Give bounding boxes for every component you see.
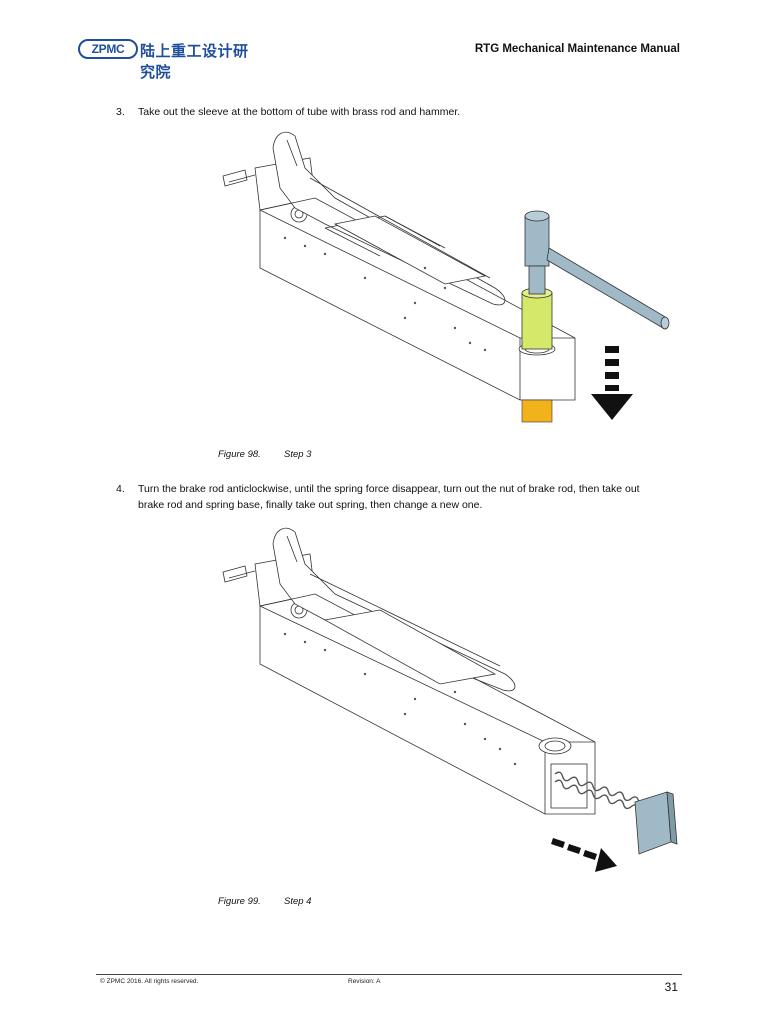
figure-98-caption: Figure 98. Step 3 [218,449,311,460]
footer-revision: Revision: A [348,978,381,985]
figure-99-illustration [222,527,678,872]
page-number: 31 [664,980,678,994]
step-text: Turn the brake rod anticlockwise, until … [138,483,640,511]
step-text: Take out the sleeve at the bottom of tub… [138,106,461,118]
footer-copyright: © ZPMC 2016. All rights reserved. [100,978,199,985]
footer-divider [96,974,682,975]
step-number: 3. [116,106,125,118]
step-number: 4. [116,483,125,495]
figure-98-illustration [222,131,670,423]
logo-badge: ZPMC [78,39,138,59]
figure-number: Figure 98. [218,449,261,460]
logo-text: 陆上重工设计研究院 [140,42,249,81]
figure-number: Figure 99. [218,896,261,907]
figure-label: Step 4 [284,896,312,907]
figure-99-caption: Figure 99. Step 4 [218,896,311,907]
figure-label: Step 3 [284,449,312,460]
document-title: RTG Mechanical Maintenance Manual [474,43,680,55]
company-logo: ZPMC 陆上重工设计研究院 [78,38,258,81]
